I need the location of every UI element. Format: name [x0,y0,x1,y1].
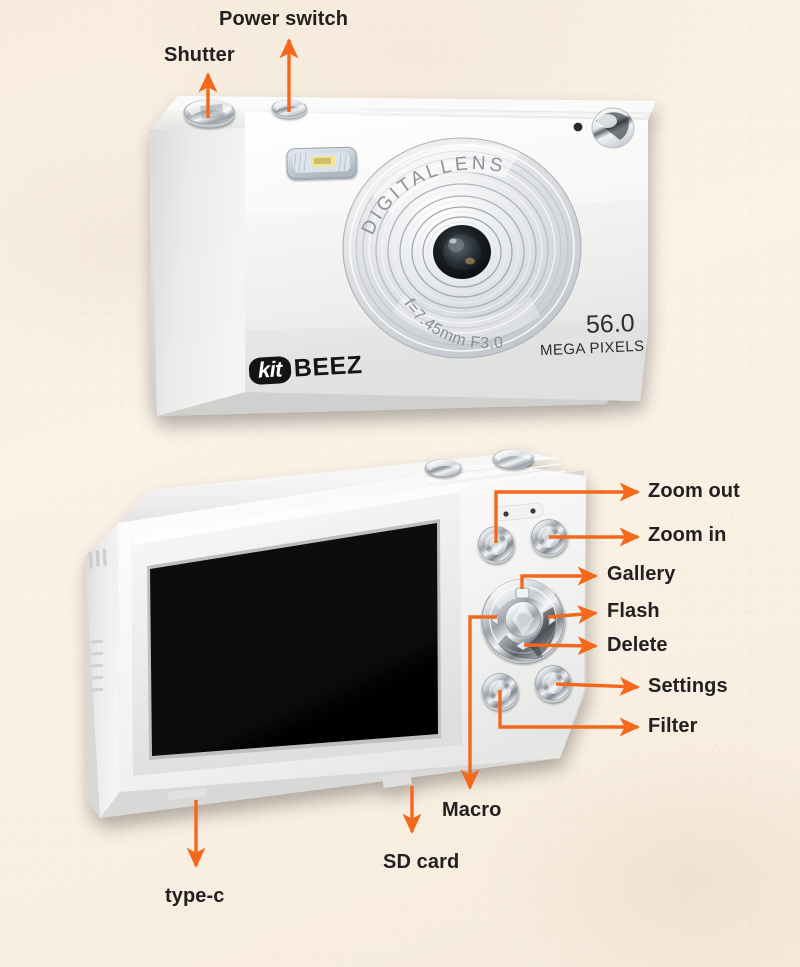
sensor-dot [573,122,583,132]
settings-button [534,665,572,703]
callout-label-settings: Settings [648,675,728,697]
callout-label-power-switch: Power switch [219,8,349,30]
arrow-delete [523,636,599,656]
sd-card-slot [382,772,412,788]
camera-lens [342,137,582,359]
callout-label-type-c: type-c [165,885,225,907]
speaker-grille [88,548,107,569]
callout-label-filter: Filter [648,715,698,737]
callout-label-gallery: Gallery [607,563,676,585]
arrow-zoom-out [494,482,641,543]
vent-slots [91,639,104,692]
back-top-button-left [424,458,462,477]
arrow-gallery [520,566,599,589]
callout-label-macro: Macro [442,799,502,821]
type-c-port [168,788,206,800]
brand-logo-kit: kit [248,355,292,386]
callout-label-zoom-out: Zoom out [648,480,740,502]
camera-back-view [85,448,586,818]
flash-window [286,146,357,180]
callout-label-shutter: Shutter [164,44,235,66]
callout-arrows [186,37,641,869]
callout-label-zoom-in: Zoom in [648,524,727,546]
callout-label-delete: Delete [607,634,668,656]
brand-logo-beez: BEEZ [293,350,364,383]
indicator-strip [494,502,544,522]
camera-front-view: DIGITALLENS f=7.45mm F3.0 [150,96,655,416]
back-top-button-right [492,448,534,469]
arrow-filter [498,690,641,737]
arrow-macro [460,615,497,791]
selfie-mirror [591,107,635,149]
lcd-screen [147,519,441,760]
callout-label-sd-card: SD card [383,851,460,873]
arrow-settings [555,676,641,696]
dpad-control [481,576,565,663]
callout-label-flash: Flash [607,600,660,622]
megapixel-value: 56.0 [585,309,636,339]
arrow-flash [547,605,599,625]
dpad-icon-up [515,587,530,599]
